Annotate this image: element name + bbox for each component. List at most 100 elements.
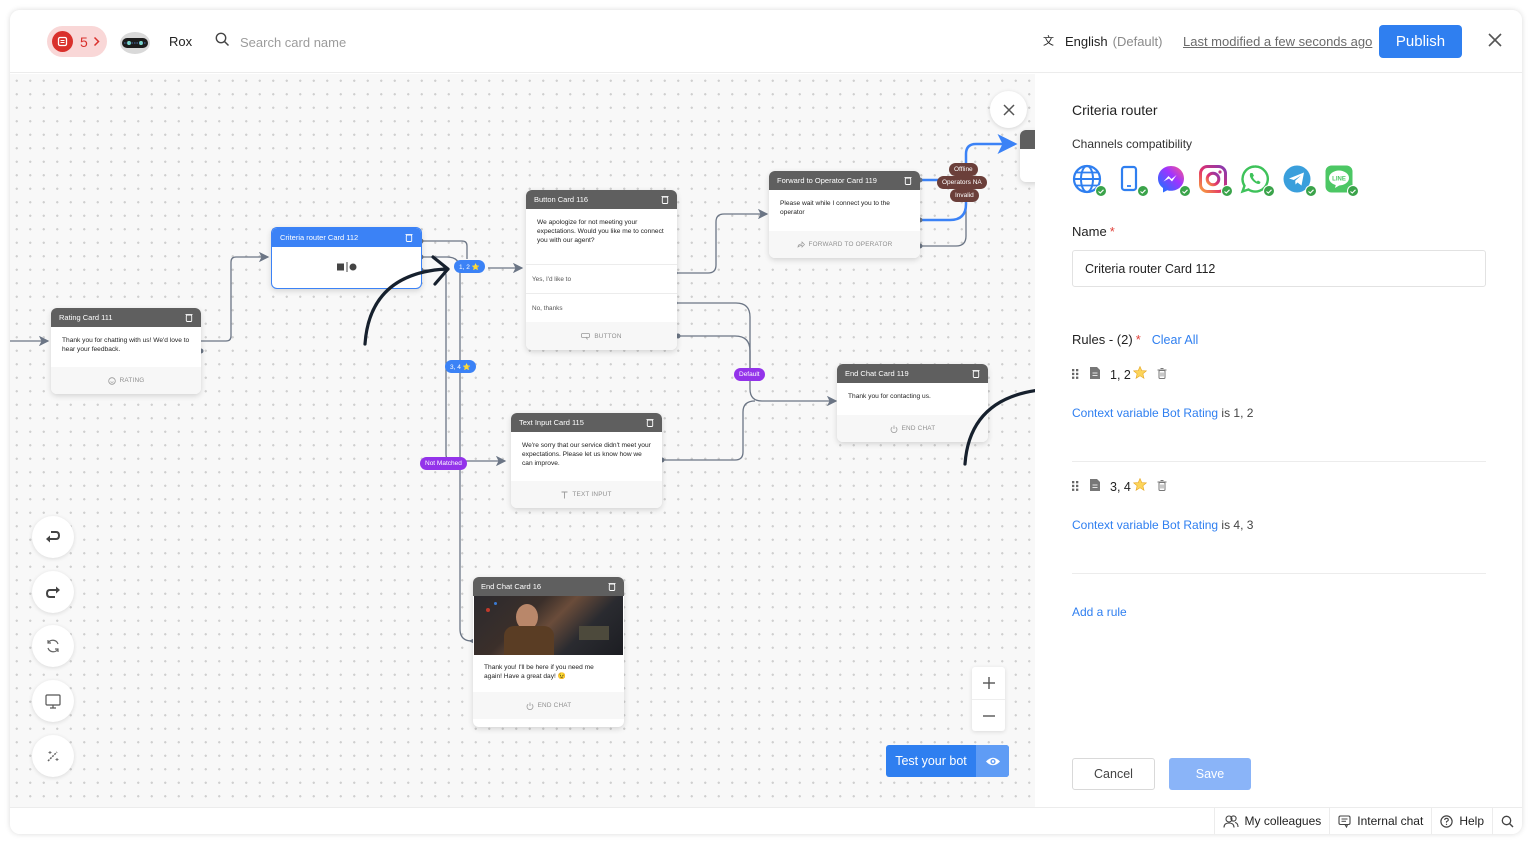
rule-item[interactable]: 3, 4 Context variable Bot Rating is 4, 3 <box>1072 477 1486 532</box>
card-type: TEXT INPUT <box>511 481 662 508</box>
bot-avatar[interactable] <box>117 29 153 55</box>
edge-label-invalid[interactable]: Invalid <box>950 189 979 202</box>
edge-forward-invalid <box>920 200 967 247</box>
rule-value: 1, 2 <box>1110 368 1131 382</box>
card-name-input[interactable] <box>1072 250 1486 287</box>
rule-condition: Context variable Bot Rating is 1, 2 <box>1072 406 1254 420</box>
svg-text:LINE: LINE <box>1332 177 1346 183</box>
my-colleagues-button[interactable]: My colleagues <box>1213 808 1330 834</box>
check-icon <box>1221 185 1233 197</box>
notification-count: 5 <box>80 33 88 50</box>
instagram-channel-icon <box>1198 164 1233 197</box>
refresh-icon <box>47 639 59 653</box>
edge-label-rule1[interactable]: 1, 2 ⭐ <box>454 260 485 273</box>
top-bar: 5 Rox 文 English (Default) <box>10 10 1522 73</box>
redo-button[interactable] <box>32 571 74 613</box>
forward-operator-card[interactable]: Forward to Operator Card 119 Please wait… <box>769 171 920 258</box>
search-icon <box>215 32 230 52</box>
card-type: FORWARD TO OPERATOR <box>769 231 920 258</box>
criteria-router-card[interactable]: Criteria router Card 112 <box>271 227 422 289</box>
preview-screen-button[interactable] <box>32 680 74 722</box>
eye-icon[interactable] <box>976 745 1009 777</box>
minus-icon <box>982 714 995 717</box>
end-chat-card-16[interactable]: End Chat Card 16 Thank you! I'll be here… <box>473 577 624 727</box>
edge-label-rule2[interactable]: 3, 4 ⭐ <box>445 360 476 373</box>
edge-label-default[interactable]: Default <box>734 368 765 381</box>
search-input[interactable] <box>240 34 440 50</box>
trash-icon[interactable] <box>185 313 193 322</box>
trash-icon[interactable] <box>972 369 980 378</box>
messenger-channel-icon <box>1156 164 1191 197</box>
zoom-in-button[interactable] <box>972 667 1005 699</box>
context-variable-link[interactable]: Context variable Bot Rating <box>1072 518 1219 532</box>
rule-item[interactable]: 1, 2 Context variable Bot Rating is 1, 2 <box>1072 365 1486 420</box>
clear-all-link[interactable]: Clear All <box>1151 332 1199 347</box>
trash-icon[interactable] <box>661 195 669 204</box>
whatsapp-channel-icon <box>1240 164 1275 197</box>
trash-icon[interactable] <box>1157 366 1167 384</box>
button-option[interactable]: No, thanks <box>526 293 677 322</box>
divider <box>1072 573 1486 574</box>
drag-handle-icon[interactable] <box>1072 366 1079 384</box>
rating-card[interactable]: Rating Card 111 Thank you for chatting w… <box>51 308 201 394</box>
monitor-icon <box>45 693 61 709</box>
language-default-tag: (Default) <box>1112 34 1163 49</box>
footer-search-button[interactable] <box>1492 808 1522 834</box>
add-rule-link[interactable]: Add a rule <box>1072 605 1127 619</box>
undo-button[interactable] <box>32 516 74 558</box>
card-message: Thank you for chatting with us! We'd lov… <box>51 327 201 367</box>
zoom-out-button[interactable] <box>972 699 1005 731</box>
translate-icon: 文 <box>1043 34 1055 49</box>
chevron-right-icon <box>93 34 100 50</box>
offscreen-card[interactable] <box>1020 130 1035 182</box>
card-type: END CHAT <box>837 415 988 442</box>
edge-label-not-matched[interactable]: Not Matched <box>420 457 467 470</box>
telegram-channel-icon <box>1282 164 1317 197</box>
card-message: We're sorry that our service didn't meet… <box>511 432 662 481</box>
power-icon <box>890 425 897 433</box>
card-message: Please wait while I connect you to the o… <box>769 190 920 231</box>
help-button[interactable]: Help <box>1431 808 1492 834</box>
rules-header: Rules - (2)* Clear All <box>1072 332 1198 347</box>
language-name: English <box>1065 34 1108 49</box>
edge-label-operators-na[interactable]: Operators NA <box>937 176 987 189</box>
notifications-badge[interactable]: 5 <box>47 26 107 57</box>
end-chat-card-119[interactable]: End Chat Card 119 Thank you for contacti… <box>837 364 988 442</box>
trash-icon[interactable] <box>1157 478 1167 496</box>
name-label: Name* <box>1072 224 1115 239</box>
language-selector[interactable]: 文 English (Default) <box>1043 34 1163 50</box>
edge-label-offline[interactable]: Offline <box>949 163 978 176</box>
save-button[interactable]: Save <box>1169 758 1251 790</box>
rules-label: Rules - (2) <box>1072 332 1133 347</box>
star-icon <box>1132 477 1147 496</box>
card-title: Button Card 116 <box>534 195 589 204</box>
canvas-close-button[interactable] <box>990 91 1027 128</box>
last-modified-link[interactable]: Last modified a few seconds ago <box>1183 34 1373 49</box>
card-title: Forward to Operator Card 119 <box>777 176 877 185</box>
button-option[interactable]: Yes, I'd like to <box>526 264 677 293</box>
edge-no-endchat <box>675 302 838 407</box>
flow-canvas[interactable]: Rating Card 111 Thank you for chatting w… <box>10 74 1035 807</box>
trash-icon[interactable] <box>405 233 413 242</box>
test-bot-button[interactable]: Test your bot <box>886 745 1009 777</box>
refresh-button[interactable] <box>32 625 74 667</box>
text-input-card[interactable]: Text Input Card 115 We're sorry that our… <box>511 413 662 508</box>
close-icon[interactable] <box>1485 30 1505 50</box>
context-variable-link[interactable]: Context variable Bot Rating <box>1072 406 1219 420</box>
button-card[interactable]: Button Card 116 We apologize for not mee… <box>526 190 677 350</box>
internal-chat-button[interactable]: Internal chat <box>1329 808 1431 834</box>
panel-title: Criteria router <box>1072 102 1158 118</box>
required-marker: * <box>1135 332 1141 347</box>
cancel-button[interactable]: Cancel <box>1072 758 1155 790</box>
channels-list: LINE <box>1072 164 1359 197</box>
edge-textinput-endchat <box>662 400 756 461</box>
trash-icon[interactable] <box>646 418 654 427</box>
bottom-bar: My colleagues Internal chat Help <box>10 807 1522 834</box>
drag-handle-icon[interactable] <box>1072 478 1079 496</box>
search-icon <box>1501 815 1514 827</box>
auto-arrange-button[interactable] <box>32 735 74 777</box>
trash-icon[interactable] <box>904 176 912 185</box>
publish-button[interactable]: Publish <box>1379 25 1462 58</box>
trash-icon[interactable] <box>608 582 616 591</box>
card-message: We apologize for not meeting your expect… <box>526 209 677 264</box>
